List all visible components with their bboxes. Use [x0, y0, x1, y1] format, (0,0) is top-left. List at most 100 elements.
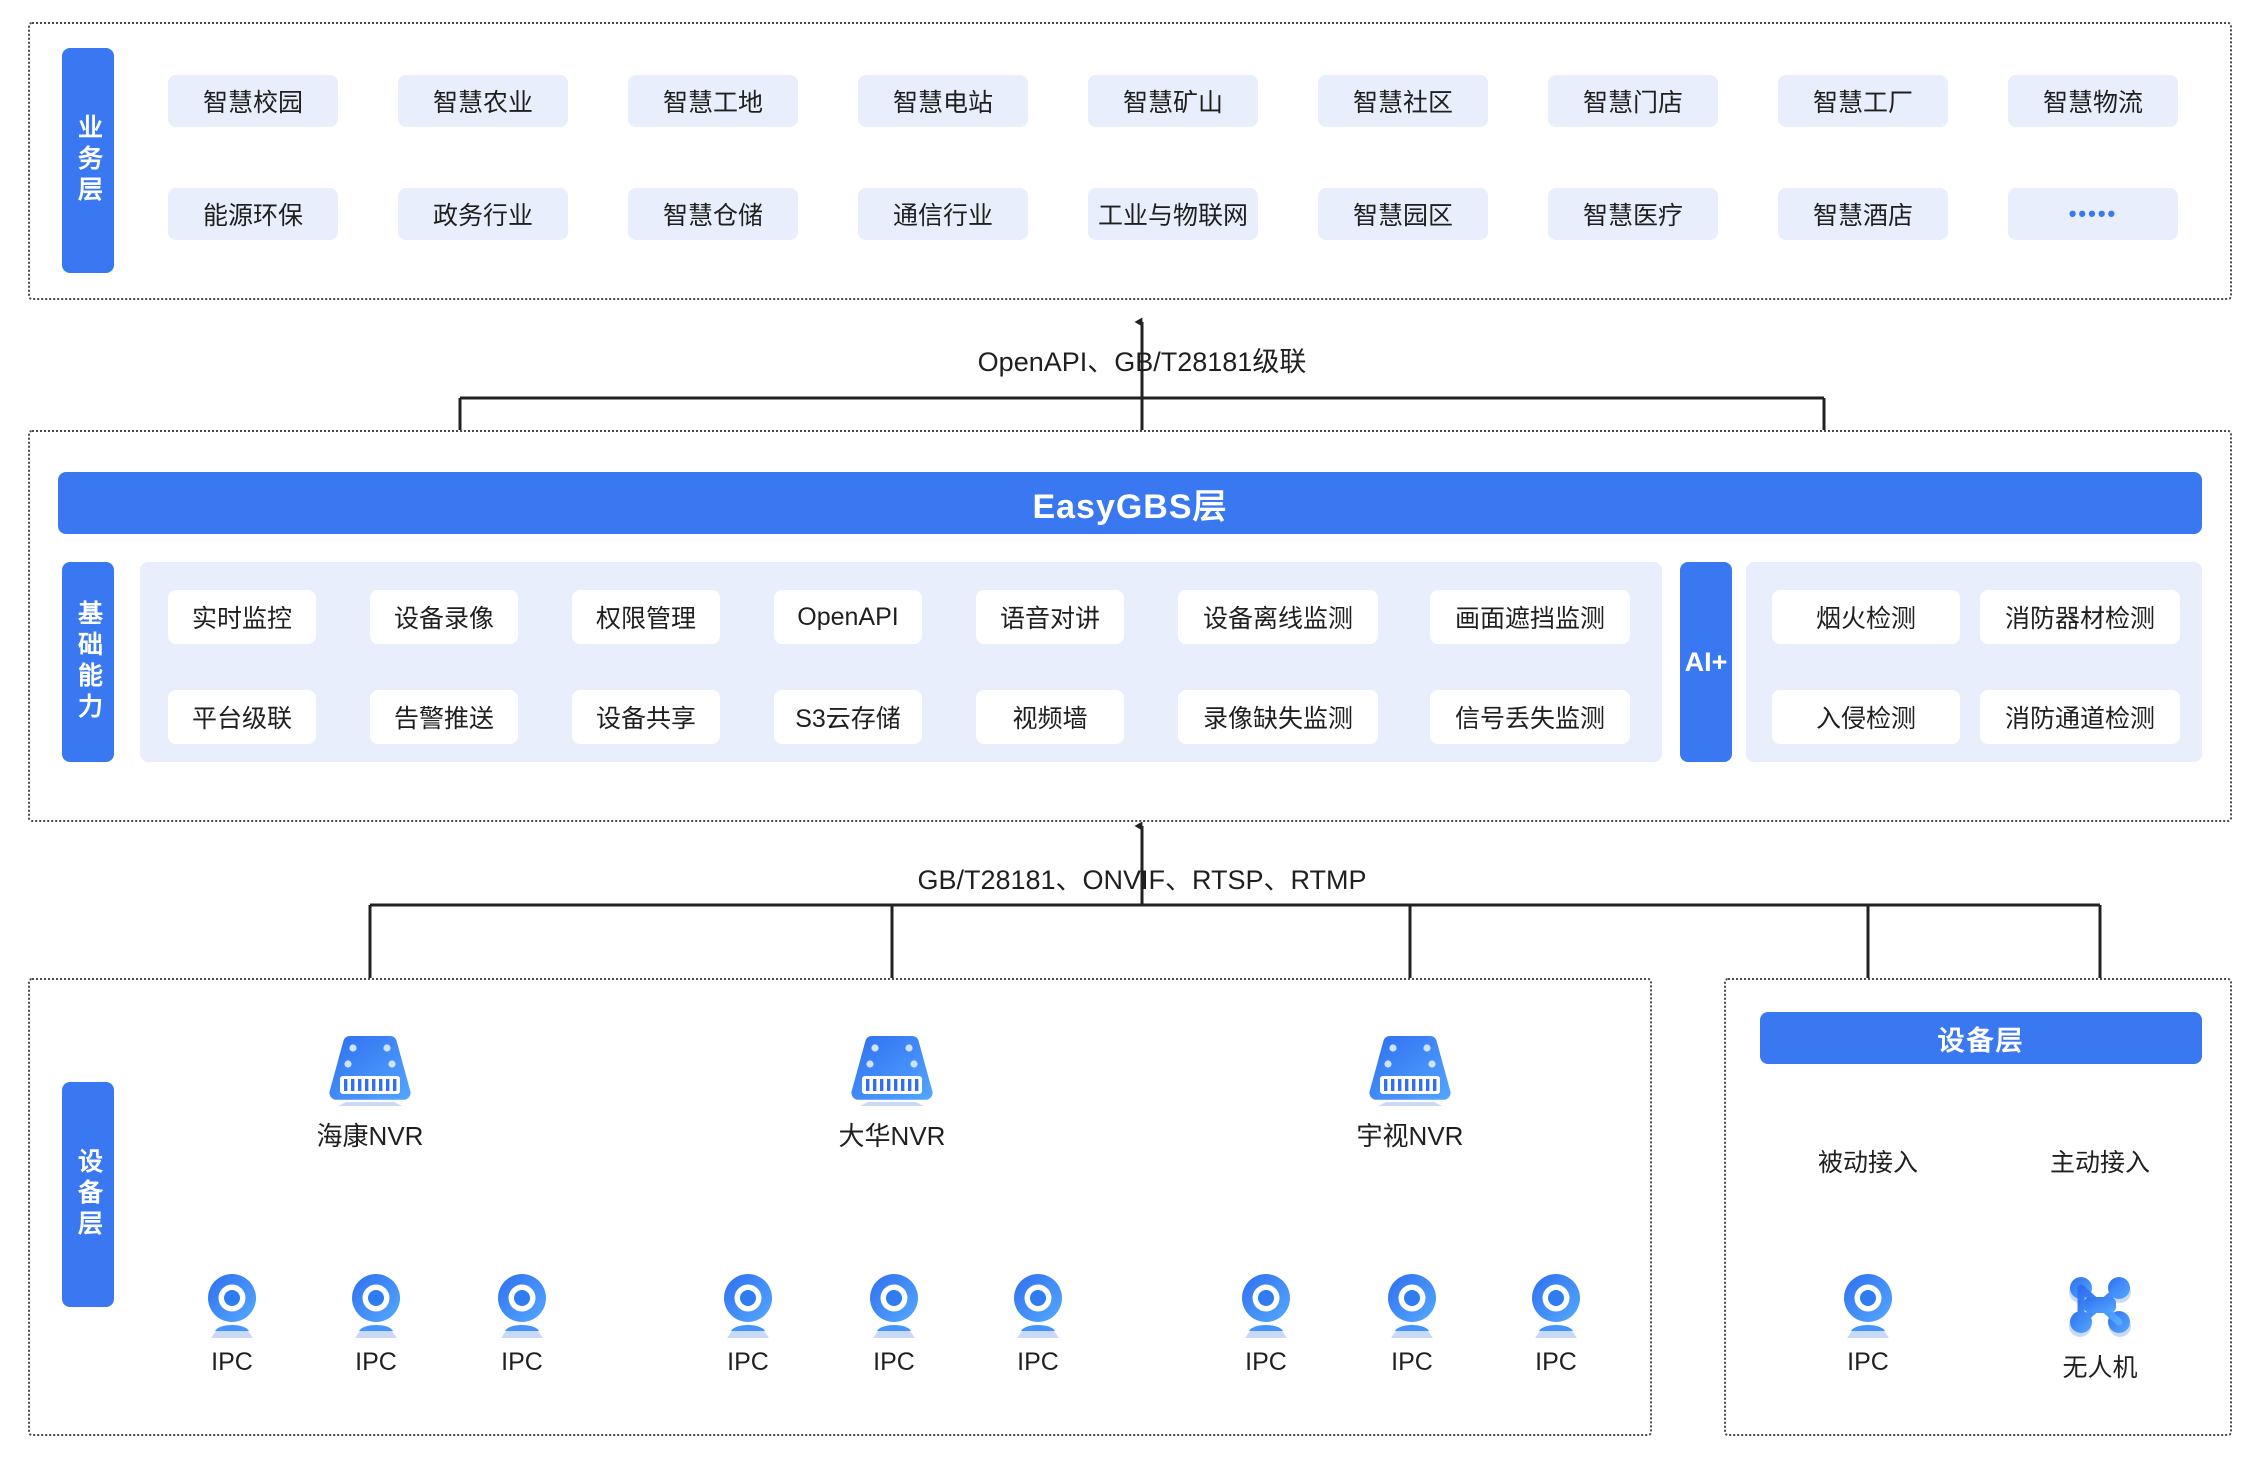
business-chip[interactable]: 智慧工厂: [1778, 75, 1948, 127]
camera-node[interactable]: IPC: [838, 1268, 950, 1377]
capability-item[interactable]: 设备录像: [370, 590, 518, 644]
business-layer-side-label-text: 业务层: [74, 114, 103, 207]
ai-plus-label: AI+: [1680, 562, 1732, 762]
connector-bottom-label: GB/T28181、ONVIF、RTSP、RTMP: [892, 858, 1392, 897]
ai-capability-item[interactable]: 烟火检测: [1772, 590, 1960, 644]
camera-node-label: IPC: [501, 1348, 543, 1376]
capability-item[interactable]: 录像缺失监测: [1178, 690, 1378, 744]
business-chip-label: 智慧校园: [202, 89, 303, 117]
capability-item[interactable]: 平台级联: [168, 690, 316, 744]
camera-node-label: IPC: [1245, 1348, 1287, 1376]
business-chip-label: 工业与物联网: [1097, 202, 1248, 230]
capability-item[interactable]: 实时监控: [168, 590, 316, 644]
business-chip[interactable]: 智慧物流: [2008, 75, 2178, 127]
connector-top-label: OpenAPI、GB/T28181级联: [942, 340, 1342, 379]
business-chip[interactable]: 智慧工地: [628, 75, 798, 127]
capability-item[interactable]: 视频墙: [976, 690, 1124, 744]
access-mode-label: 被动接入: [1778, 1143, 1958, 1179]
camera-node-label: IPC: [1847, 1348, 1889, 1376]
camera-node[interactable]: IPC: [1210, 1268, 1322, 1377]
ai-capability-item-label: 烟火检测: [1815, 605, 1916, 633]
easygbs-title-text: EasyGBS层: [1032, 487, 1228, 526]
camera-node[interactable]: IPC: [1500, 1268, 1612, 1377]
camera-node[interactable]: IPC: [176, 1268, 288, 1377]
ip-camera-icon: [1831, 1268, 1905, 1342]
capability-item-label: 设备离线监测: [1202, 605, 1353, 633]
ai-capability-item[interactable]: 消防通道检测: [1980, 690, 2180, 744]
ai-capability-item[interactable]: 消防器材检测: [1980, 590, 2180, 644]
business-chip[interactable]: 智慧仓储: [628, 188, 798, 240]
capability-item[interactable]: 权限管理: [572, 590, 720, 644]
capability-item[interactable]: 画面遮挡监测: [1430, 590, 1630, 644]
nvr-node[interactable]: 大华NVR: [820, 1028, 964, 1153]
nvr-node[interactable]: 海康NVR: [298, 1028, 442, 1153]
business-chip-label: 智慧工厂: [1812, 89, 1913, 117]
access-mode-text: 主动接入: [2049, 1149, 2150, 1177]
capability-item[interactable]: OpenAPI: [774, 590, 922, 644]
camera-node-label: IPC: [211, 1348, 253, 1376]
capability-item-label: 画面遮挡监测: [1454, 605, 1605, 633]
camera-node[interactable]: IPC: [1812, 1268, 1924, 1377]
camera-node-label: IPC: [1535, 1348, 1577, 1376]
ip-camera-icon: [195, 1268, 269, 1342]
business-chip-label: 智慧园区: [1352, 202, 1453, 230]
business-chip-label: 通信行业: [892, 202, 993, 230]
business-chip[interactable]: 智慧农业: [398, 75, 568, 127]
ip-camera-icon: [1001, 1268, 1075, 1342]
ip-camera-icon: [711, 1268, 785, 1342]
business-chip[interactable]: 工业与物联网: [1088, 188, 1258, 240]
nvr-icon: [324, 1028, 416, 1110]
capability-item[interactable]: 告警推送: [370, 690, 518, 744]
capability-item-label: S3云存储: [795, 705, 901, 733]
business-chip[interactable]: 智慧酒店: [1778, 188, 1948, 240]
business-chip-label: 智慧农业: [432, 89, 533, 117]
business-chip[interactable]: 智慧门店: [1548, 75, 1718, 127]
easygbs-title-bar[interactable]: EasyGBS层: [58, 472, 2202, 534]
camera-node[interactable]: IPC: [320, 1268, 432, 1377]
platform-layer-side-label-text: 基础能力: [74, 600, 103, 724]
business-chip[interactable]: 通信行业: [858, 188, 1028, 240]
business-chip[interactable]: 智慧校园: [168, 75, 338, 127]
business-chip-label: 能源环保: [202, 202, 303, 230]
business-chip[interactable]: 智慧电站: [858, 75, 1028, 127]
device-layer-left-side-label: 设备层: [62, 1082, 114, 1307]
business-chip-label: 智慧酒店: [1812, 202, 1913, 230]
capability-item[interactable]: 信号丢失监测: [1430, 690, 1630, 744]
capability-item-label: 设备录像: [393, 605, 494, 633]
capability-item-label: 录像缺失监测: [1202, 705, 1353, 733]
business-chip[interactable]: 智慧矿山: [1088, 75, 1258, 127]
nvr-node-label: 海康NVR: [316, 1121, 424, 1151]
capability-item[interactable]: 设备离线监测: [1178, 590, 1378, 644]
device-layer-left-side-label-text: 设备层: [74, 1148, 103, 1241]
capability-item-label: 实时监控: [191, 605, 292, 633]
capability-item-label: 语音对讲: [999, 605, 1100, 633]
capability-item-label: 设备共享: [595, 705, 696, 733]
capability-item[interactable]: S3云存储: [774, 690, 922, 744]
capability-item[interactable]: 语音对讲: [976, 590, 1124, 644]
ai-capability-item[interactable]: 入侵检测: [1772, 690, 1960, 744]
nvr-node-label: 宇视NVR: [1356, 1121, 1464, 1151]
ai-capability-item-label: 消防通道检测: [2004, 705, 2155, 733]
business-chip[interactable]: 能源环保: [168, 188, 338, 240]
camera-node[interactable]: IPC: [982, 1268, 1094, 1377]
device-layer-right-title-text: 设备层: [1937, 1025, 2025, 1056]
nvr-node[interactable]: 宇视NVR: [1338, 1028, 1482, 1153]
device-layer-right-title[interactable]: 设备层: [1760, 1012, 2202, 1064]
camera-node[interactable]: IPC: [692, 1268, 804, 1377]
ip-camera-icon: [1229, 1268, 1303, 1342]
business-chip[interactable]: 智慧医疗: [1548, 188, 1718, 240]
business-chip-label: 智慧门店: [1582, 89, 1683, 117]
drone-node[interactable]: 无人机: [2044, 1268, 2156, 1384]
capability-item[interactable]: 设备共享: [572, 690, 720, 744]
business-chip[interactable]: 政务行业: [398, 188, 568, 240]
nvr-icon: [1364, 1028, 1456, 1110]
capability-item-label: 视频墙: [1012, 705, 1088, 733]
business-chip[interactable]: 智慧社区: [1318, 75, 1488, 127]
access-mode-text: 被动接入: [1817, 1149, 1918, 1177]
camera-node[interactable]: IPC: [1356, 1268, 1468, 1377]
business-layer-side-label: 业务层: [62, 48, 114, 273]
business-chip[interactable]: 智慧园区: [1318, 188, 1488, 240]
business-chip-more[interactable]: •••••: [2008, 188, 2178, 240]
camera-node[interactable]: IPC: [466, 1268, 578, 1377]
